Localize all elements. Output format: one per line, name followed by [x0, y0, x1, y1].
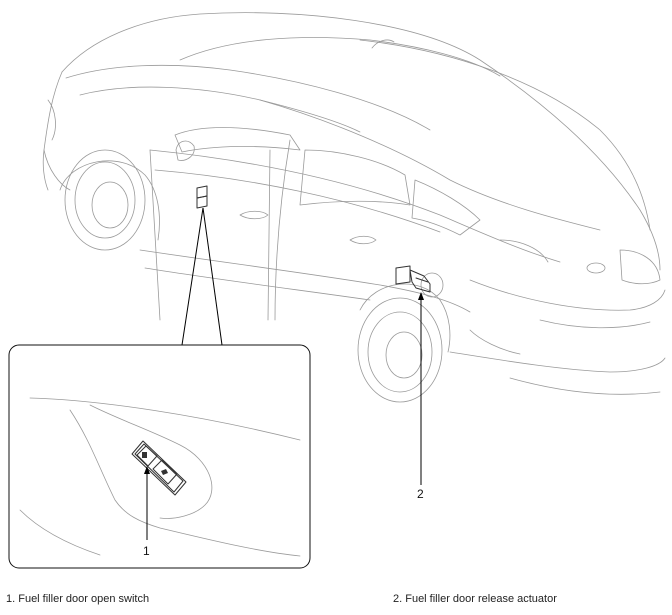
legend-item-1: 1. Fuel filler door open switch [6, 593, 150, 605]
actuator-location-marker [395, 265, 431, 293]
callout-number-2: 2 [417, 487, 424, 501]
inset-leader-left [181, 207, 204, 346]
callout-number-1: 1 [143, 544, 150, 558]
callout-1-leader [144, 466, 150, 540]
inset-leader-right [202, 207, 223, 346]
detail-inset [8, 344, 311, 569]
car-illustration [42, 12, 666, 403]
callout-2-leader [418, 292, 424, 485]
trunk-open-icon [161, 469, 168, 475]
switch-location-marker [196, 185, 208, 209]
fuel-pump-icon [142, 452, 147, 458]
legend-item-2: 2. Fuel filler door release actuator [393, 593, 557, 605]
